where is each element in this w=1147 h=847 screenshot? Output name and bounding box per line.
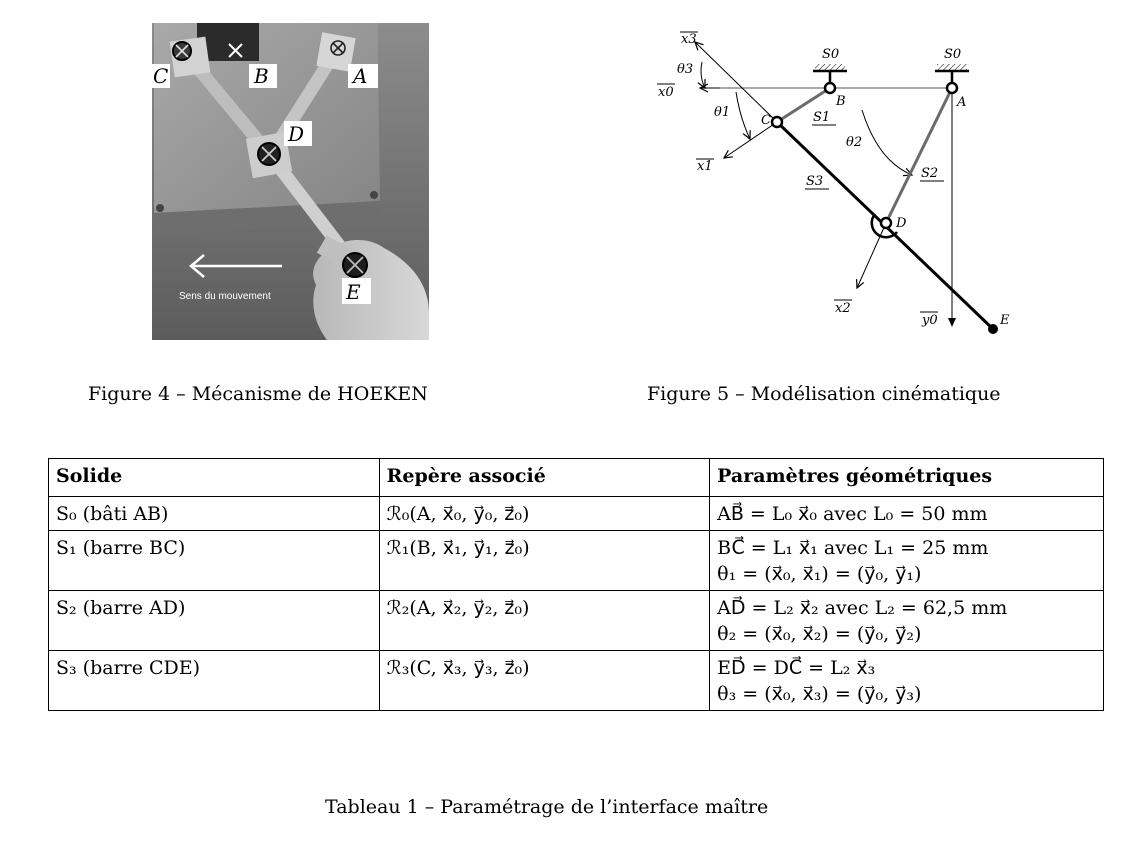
clip-e: [316, 235, 352, 267]
cell-solide: S₃ (barre CDE): [48, 650, 380, 711]
pivot-d-icon: [257, 142, 281, 166]
pivot-b-icon: [228, 43, 243, 58]
table-row: S₀ (bâti AB) ℛ₀(A, x⃗₀, y⃗₀, z⃗₀) AB⃗ = …: [48, 496, 1104, 531]
figure5-caption: Figure 5 – Modélisation cinématique: [647, 383, 1001, 405]
pivot-e-icon: [342, 252, 368, 278]
label-a: A: [956, 95, 966, 110]
label-x0: x0: [658, 85, 674, 100]
point-e-icon: [988, 324, 998, 334]
x2-axis: [857, 222, 887, 288]
joint-d-bearing-icon: [870, 213, 898, 239]
label-theta1: θ1: [714, 105, 730, 120]
label-b: B: [253, 64, 269, 88]
header-solide: Solide: [48, 458, 380, 497]
label-y0: y0: [921, 313, 938, 328]
param-line: θ₁ = (x⃗₀, x⃗₁) = (y⃗₀, y⃗₁): [717, 563, 922, 585]
label-x2: x2: [835, 301, 851, 316]
joint-d-icon: [879, 216, 893, 230]
motion-arrow-icon: [189, 254, 282, 278]
table-row: S₁ (barre BC) ℛ₁(B, x⃗₁, y⃗₁, z⃗₀) BC⃗ =…: [48, 530, 1104, 591]
param-line: ED⃗ = DC⃗ = L₂ x⃗₃: [717, 657, 876, 679]
theta1-arc: [735, 91, 750, 139]
label-c: C: [153, 64, 168, 88]
label-box: [284, 121, 312, 146]
label-s1: S1: [813, 110, 830, 125]
label-x1: x1: [697, 159, 713, 174]
label-box: [348, 64, 378, 88]
pivot-c-icon: [172, 41, 192, 61]
label-b: B: [835, 94, 846, 109]
cell-solide: S₁ (barre BC): [48, 530, 380, 591]
cell-repere: ℛ₃(C, x⃗₃, y⃗₃, z⃗₀): [378, 650, 711, 711]
table-header-row: Solide Repère associé Paramètres géométr…: [48, 458, 1104, 497]
label-d: D: [895, 216, 907, 231]
label-box: [249, 64, 277, 88]
pivot-a-icon: [330, 40, 346, 56]
cell-parametres: AD⃗ = L₂ x⃗₂ avec L₂ = 62,5 mm θ₂ = (x⃗₀…: [709, 590, 1104, 651]
param-line: θ₂ = (x⃗₀, x⃗₂) = (y⃗₀, y⃗₂): [717, 623, 922, 645]
label-theta3: θ3: [677, 62, 693, 77]
parameter-table: Solide Repère associé Paramètres géométr…: [48, 458, 1104, 711]
cell-parametres: AB⃗ = L₀ x⃗₀ avec L₀ = 50 mm: [709, 496, 1104, 531]
label-theta2: θ2: [846, 135, 862, 150]
label-a: A: [351, 64, 367, 88]
cell-repere: ℛ₀(A, x⃗₀, y⃗₀, z⃗₀): [378, 496, 711, 531]
label-e: E: [345, 280, 361, 304]
screw-icon: [370, 191, 378, 199]
param-line: AD⃗ = L₂ x⃗₂ avec L₂ = 62,5 mm: [717, 597, 1008, 619]
frame-support-b-icon: [813, 64, 847, 84]
x3-axis: [695, 42, 778, 123]
param-line: AB⃗ = L₀ x⃗₀ avec L₀ = 50 mm: [717, 503, 988, 525]
bar-s2: [884, 87, 954, 224]
param-line: BC⃗ = L₁ x⃗₁ avec L₁ = 25 mm: [717, 537, 989, 559]
pivot-block-a: [316, 32, 356, 72]
figure5-kinematic-diagram: x3 θ3 x0 θ1 x1 S0 S0 B A C S1 θ2 S2 S3 D…: [657, 31, 1010, 334]
cell-solide: S₂ (barre AD): [48, 590, 380, 651]
label-s0-left: S0: [822, 47, 839, 62]
figure4-photo: Sens du mouvement C B A D E: [152, 23, 429, 340]
label-s2: S2: [921, 166, 938, 181]
header-repere: Repère associé: [378, 458, 711, 497]
bar-s1: [776, 86, 831, 124]
theta3-arc: [701, 61, 705, 88]
label-e: E: [999, 313, 1010, 328]
label-d: D: [287, 122, 304, 146]
label-c: C: [761, 113, 771, 128]
joint-c-icon: [770, 115, 784, 129]
label-box: [342, 278, 371, 304]
cell-parametres: BC⃗ = L₁ x⃗₁ avec L₁ = 25 mm θ₁ = (x⃗₀, …: [709, 530, 1104, 591]
label-x3: x3: [681, 32, 697, 47]
cell-parametres: ED⃗ = DC⃗ = L₂ x⃗₃ θ₃ = (x⃗₀, x⃗₃) = (y⃗…: [709, 650, 1104, 711]
joint-b-icon: [823, 81, 837, 95]
figure4-caption: Figure 4 – Mécanisme de HOEKEN: [88, 383, 428, 405]
theta2-arc: [861, 109, 912, 175]
table-row: S₃ (barre CDE) ℛ₃(C, x⃗₃, y⃗₃, z⃗₀) ED⃗ …: [48, 650, 1104, 711]
joint-a-icon: [945, 81, 959, 95]
cell-solide: S₀ (bâti AB): [48, 496, 380, 531]
label-box: [152, 64, 170, 88]
cell-repere: ℛ₂(A, x⃗₂, y⃗₂, z⃗₀): [378, 590, 711, 651]
cell-repere: ℛ₁(B, x⃗₁, y⃗₁, z⃗₀): [378, 530, 711, 591]
param-line: θ₃ = (x⃗₀, x⃗₃) = (y⃗₀, y⃗₃): [717, 683, 922, 705]
label-s3: S3: [806, 174, 823, 189]
table-row: S₂ (barre AD) ℛ₂(A, x⃗₂, y⃗₂, z⃗₀) AD⃗ =…: [48, 590, 1104, 651]
base-plate-edge: [154, 201, 382, 235]
motion-label: Sens du mouvement: [179, 291, 271, 302]
frame-support-a-icon: [935, 64, 969, 84]
header-parametres: Paramètres géométriques: [709, 458, 1104, 497]
label-s0-right: S0: [944, 47, 961, 62]
screw-icon: [156, 204, 164, 212]
table-caption: Tableau 1 – Paramétrage de l’interface m…: [325, 796, 769, 818]
